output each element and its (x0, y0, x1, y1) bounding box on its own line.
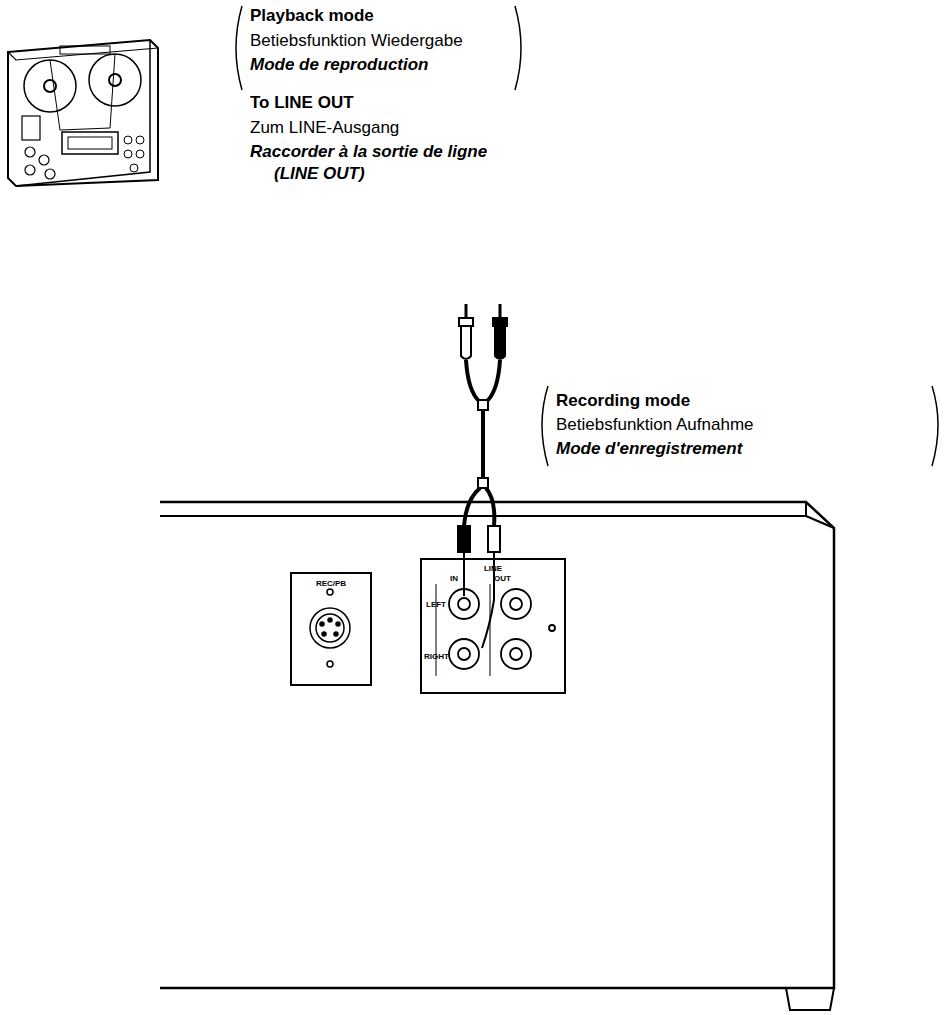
panel-label: LEFT (426, 600, 446, 609)
caption-label: Mode de reproduction (250, 54, 429, 76)
caption-label: Playback mode (250, 5, 374, 27)
panel-label: LINE (422, 564, 564, 573)
caption-label: Betiebsfunktion Wiedergabe (250, 30, 463, 52)
caption-label: To LINE OUT (250, 92, 354, 114)
caption-label: Raccorder à la sortie de ligne (LINE OUT… (250, 141, 525, 185)
caption-label: Recording mode (556, 390, 690, 412)
caption-label: Betiebsfunktion Aufnahme (556, 414, 754, 436)
tape-deck (8, 40, 158, 186)
panel-label: RIGHT (424, 652, 449, 661)
caption-label: Zum LINE-Ausgang (250, 117, 399, 139)
line-jack-panel: LINEIN OUT LEFT RIGHT (420, 558, 566, 694)
caption-label: Mode d'enregistrement (556, 438, 742, 460)
panel-label: IN (450, 574, 458, 583)
bracket (236, 6, 938, 466)
panel-label: OUT (494, 574, 511, 583)
panel-label: REC/PB (292, 579, 370, 588)
connector-panel: REC/PB (290, 572, 372, 686)
amplifier-body (160, 502, 834, 1010)
rca-cable (458, 304, 507, 648)
rca-jack (436, 584, 555, 676)
din-socket (310, 589, 350, 667)
